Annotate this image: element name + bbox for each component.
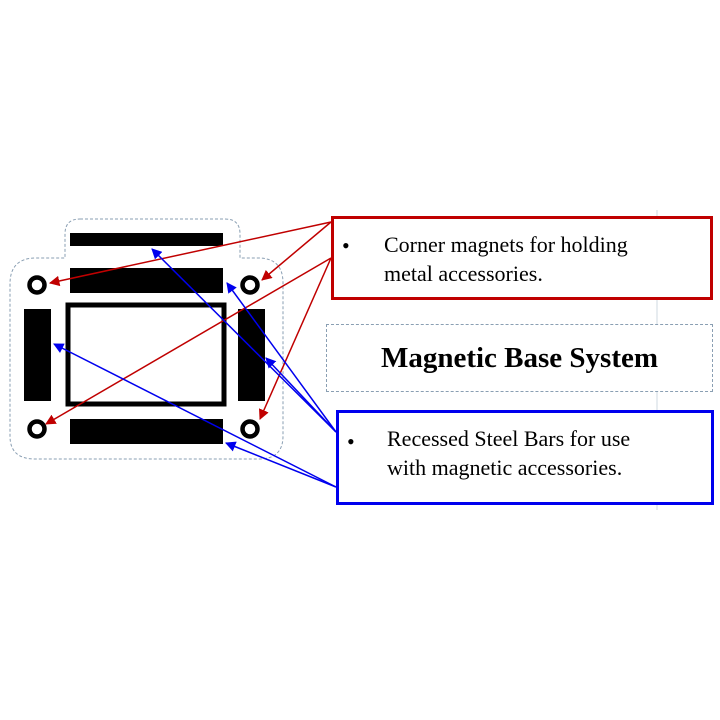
magnet-icon-bottom-right xyxy=(240,419,260,439)
arrow-to-bar-bottom xyxy=(225,441,337,488)
diagram-title: Magnetic Base System xyxy=(380,341,659,374)
steel-bar-bottom xyxy=(70,419,223,444)
arrow-to-magnet-bottom-left xyxy=(45,257,332,425)
arrow-to-magnet-top-right xyxy=(261,221,332,281)
corner-magnets-line-2: metal accessories. xyxy=(384,261,543,286)
title-box: Magnetic Base System xyxy=(326,324,713,392)
arrow-to-bar-top-outer xyxy=(151,248,337,433)
magnet-icon-bottom-left xyxy=(27,419,47,439)
steel-bars-callout: • Recessed Steel Bars for use with magne… xyxy=(336,410,714,505)
arrow-to-magnet-bottom-right xyxy=(259,257,332,420)
corner-magnets-text: Corner magnets for holding metal accesso… xyxy=(384,230,628,288)
steel-bar-top-outer xyxy=(70,233,223,246)
steel-bar-right xyxy=(238,309,265,401)
corner-magnets-callout: • Corner magnets for holding metal acces… xyxy=(331,216,713,300)
steel-bar-top-inner xyxy=(70,268,223,293)
steel-bars-text: Recessed Steel Bars for use with magneti… xyxy=(387,424,630,482)
magnet-icon-top-left xyxy=(27,275,47,295)
corner-magnets-line-1: Corner magnets for holding xyxy=(384,232,628,257)
arrow-to-bar-right xyxy=(265,357,337,433)
center-frame xyxy=(65,302,227,407)
bullet-icon: • xyxy=(342,233,350,258)
magnet-icon-top-right xyxy=(240,275,260,295)
arrow-to-bar-left xyxy=(53,343,337,488)
magnet-arrows xyxy=(45,221,332,425)
bullet-icon: • xyxy=(347,429,355,454)
steel-bar-left xyxy=(24,309,51,401)
steel-bar-arrows xyxy=(53,248,337,488)
arrow-to-magnet-top-left xyxy=(48,221,332,287)
steel-bars-line-2: with magnetic accessories. xyxy=(387,455,623,480)
arrow-to-bar-top-inner xyxy=(226,282,337,433)
steel-bars-line-1: Recessed Steel Bars for use xyxy=(387,426,631,451)
